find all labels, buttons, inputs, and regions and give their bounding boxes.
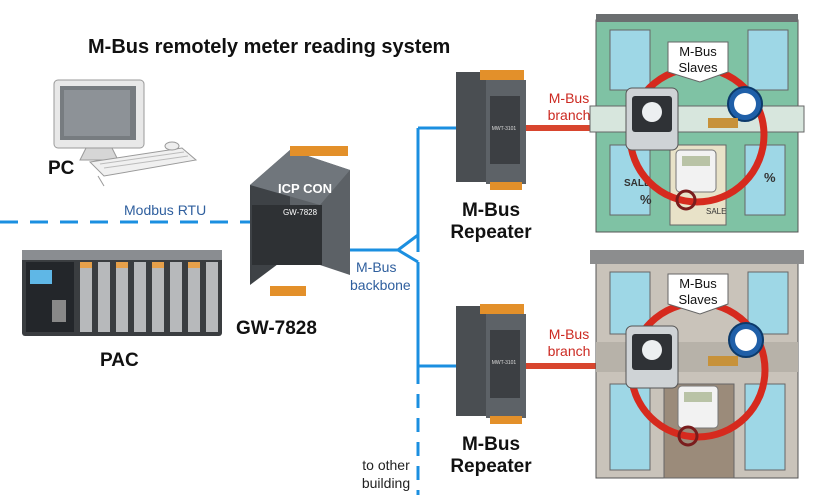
bottom-slaves-callout [667, 273, 729, 315]
backbone-label-line-1: M-Bus [356, 259, 397, 275]
branch-top-label: M-Bus branch [540, 90, 598, 124]
top-heat-meter-icon [675, 149, 717, 211]
bottom-slaves-label-line-1: M-Bus [679, 276, 717, 291]
branch-bottom-label-line-2: branch [547, 343, 591, 359]
top-electric-meter-icon [625, 87, 679, 151]
repeater-top-model: MWT-3101 [492, 126, 517, 132]
gw-model-text: GW-7828 [283, 208, 318, 217]
repeater-top-label: M-Bus Repeater [446, 200, 536, 244]
pac-icon [22, 250, 222, 336]
gw-7828-device-icon: ICP CON GW-7828 [250, 146, 350, 296]
repeater-bottom-label-line-1: M-Bus [461, 434, 521, 455]
top-slaves-label-line-1: M-Bus [679, 44, 717, 59]
mbus-backbone [348, 126, 458, 495]
repeater-bottom-label-line-2: Repeater [450, 456, 532, 477]
backbone-label: M-Bus backbone [350, 258, 411, 294]
modbus-rtu-label: Modbus RTU [124, 202, 207, 218]
bottom-water-meter-icon [708, 322, 764, 366]
diagram-title: M-Bus remotely meter reading system [88, 36, 451, 58]
top-shop-sign-4: % [764, 170, 776, 185]
branch-top-label-line-2: branch [547, 107, 591, 123]
bottom-slaves-label-line-2: Slaves [678, 292, 718, 307]
repeater-top-label-line-2: Repeater [450, 222, 532, 243]
branch-bottom-label-line-1: M-Bus [548, 326, 590, 342]
top-shop-sign-3: % [640, 192, 652, 207]
pc-icon [53, 79, 198, 187]
top-slaves-label-line-2: Slaves [678, 60, 718, 75]
pc-label: PC [48, 158, 75, 179]
other-building-label: to other building [354, 456, 418, 492]
branch-bottom-label: M-Bus branch [540, 326, 598, 360]
other-building-label-line-1: to other [362, 457, 410, 473]
top-slaves-callout [667, 41, 729, 83]
bottom-slaves-label: M-Bus Slaves [668, 276, 728, 308]
top-water-meter-icon [708, 86, 763, 128]
repeater-top-label-line-1: M-Bus [461, 200, 521, 221]
pac-label: PAC [100, 350, 139, 371]
top-slaves-label: M-Bus Slaves [668, 44, 728, 76]
backbone-label-line-2: backbone [350, 277, 411, 293]
gw-brand-text: ICP CON [278, 181, 332, 196]
top-shop-sign-2: SALE [706, 207, 726, 216]
repeater-bottom-model: MWT-3101 [492, 360, 517, 366]
other-building-label-line-2: building [361, 475, 411, 491]
bottom-heat-meter-icon [677, 385, 719, 447]
branch-top-label-line-1: M-Bus [548, 90, 590, 106]
top-shop-sign-1: SALE [624, 178, 651, 189]
bottom-electric-meter-icon [625, 325, 679, 389]
gateway-label: GW-7828 [236, 318, 317, 339]
repeater-bottom-label: M-Bus Repeater [446, 434, 536, 478]
repeater-top-icon: MWT-3101 [456, 70, 526, 190]
repeater-bottom-icon: MWT-3101 [456, 304, 526, 424]
